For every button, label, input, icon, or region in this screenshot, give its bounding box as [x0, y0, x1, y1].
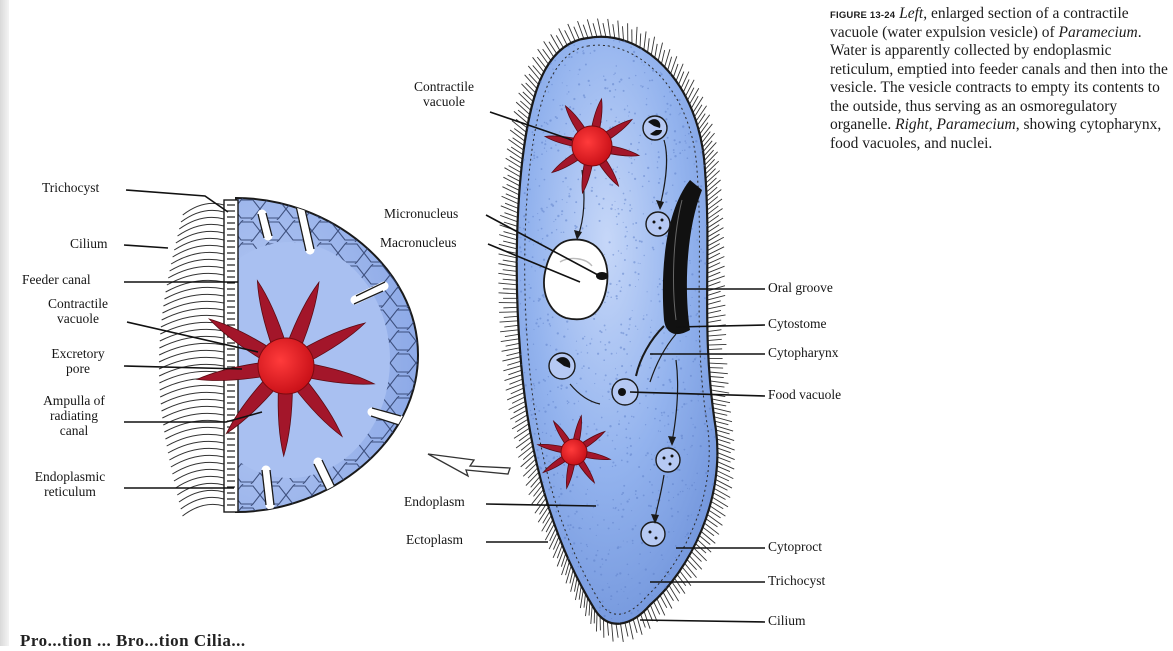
label-cytopharynx: Cytopharynx: [768, 346, 839, 361]
cilia-fringe-left: [159, 203, 224, 516]
label-oral-groove: Oral groove: [768, 281, 833, 296]
figure-caption: FIGURE 13-24 Left, enlarged section of a…: [830, 5, 1168, 153]
label-excretory-pore: Excretory pore: [32, 347, 124, 377]
label-endoplasmic-reticulum: Endoplasmic reticulum: [14, 470, 126, 500]
label-food-vacuole: Food vacuole: [768, 388, 841, 403]
label-macronucleus: Macronucleus: [380, 236, 456, 251]
caption-segment: Paramecium: [936, 116, 1015, 133]
label-cilium-left: Cilium: [70, 237, 108, 252]
figure-number: FIGURE 13-24: [830, 10, 895, 21]
label-cilium-right: Cilium: [768, 614, 806, 629]
label-micronucleus: Micronucleus: [384, 207, 458, 222]
label-cytostome: Cytostome: [768, 317, 827, 332]
label-ectoplasm: Ectoplasm: [406, 533, 463, 548]
label-feeder-canal: Feeder canal: [22, 273, 91, 288]
direction-arrow: [428, 454, 510, 476]
caption-segment: Left: [899, 5, 923, 22]
label-contractile-vacuole-right: Contractile vacuole: [396, 80, 492, 110]
label-trichocyst-left: Trichocyst: [42, 181, 99, 196]
caption-segment: Paramecium: [1059, 24, 1138, 41]
label-cytoproct: Cytoproct: [768, 540, 822, 555]
caption-segment: Right: [895, 116, 929, 133]
label-trichocyst-right: Trichocyst: [768, 574, 825, 589]
label-contractile-vacuole-left: Contractile vacuole: [32, 297, 124, 327]
caption-body: Left, enlarged section of a contractile …: [830, 5, 1168, 152]
cropped-heading: Pro...tion ... Bro...tion Cilia...: [20, 631, 246, 651]
label-ampulla: Ampulla of radiating canal: [22, 394, 126, 439]
label-endoplasm: Endoplasm: [404, 495, 465, 510]
